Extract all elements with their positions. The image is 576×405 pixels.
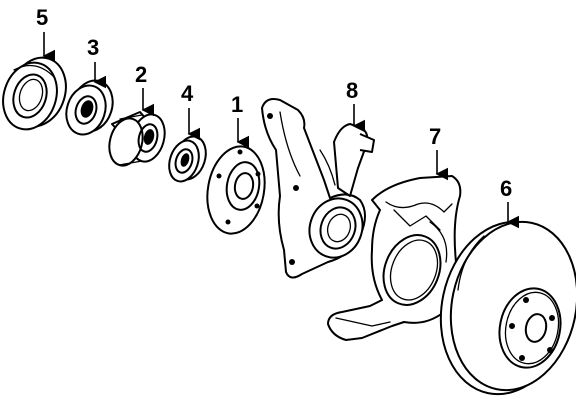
callout-8: 8 xyxy=(346,78,358,103)
part-4-bearing xyxy=(168,135,207,183)
part-8-knuckle xyxy=(261,98,375,279)
callout-2: 2 xyxy=(135,62,147,87)
part-6-rotor xyxy=(439,220,576,396)
callout-5: 5 xyxy=(36,5,48,30)
part-1-hub xyxy=(206,145,266,235)
callout-1: 1 xyxy=(231,92,243,117)
callout-7: 7 xyxy=(429,124,441,149)
callout-3: 3 xyxy=(87,35,99,60)
part-3-bearing xyxy=(65,79,114,136)
callout-labels: 5 3 2 4 1 8 7 6 xyxy=(36,5,512,201)
callout-4: 4 xyxy=(181,81,194,106)
part-5-seal xyxy=(2,56,67,131)
part-2-hub-bearing xyxy=(108,111,166,167)
part-7-splash-shield xyxy=(327,175,462,341)
leader-lines xyxy=(42,32,520,229)
callout-6: 6 xyxy=(500,176,512,201)
